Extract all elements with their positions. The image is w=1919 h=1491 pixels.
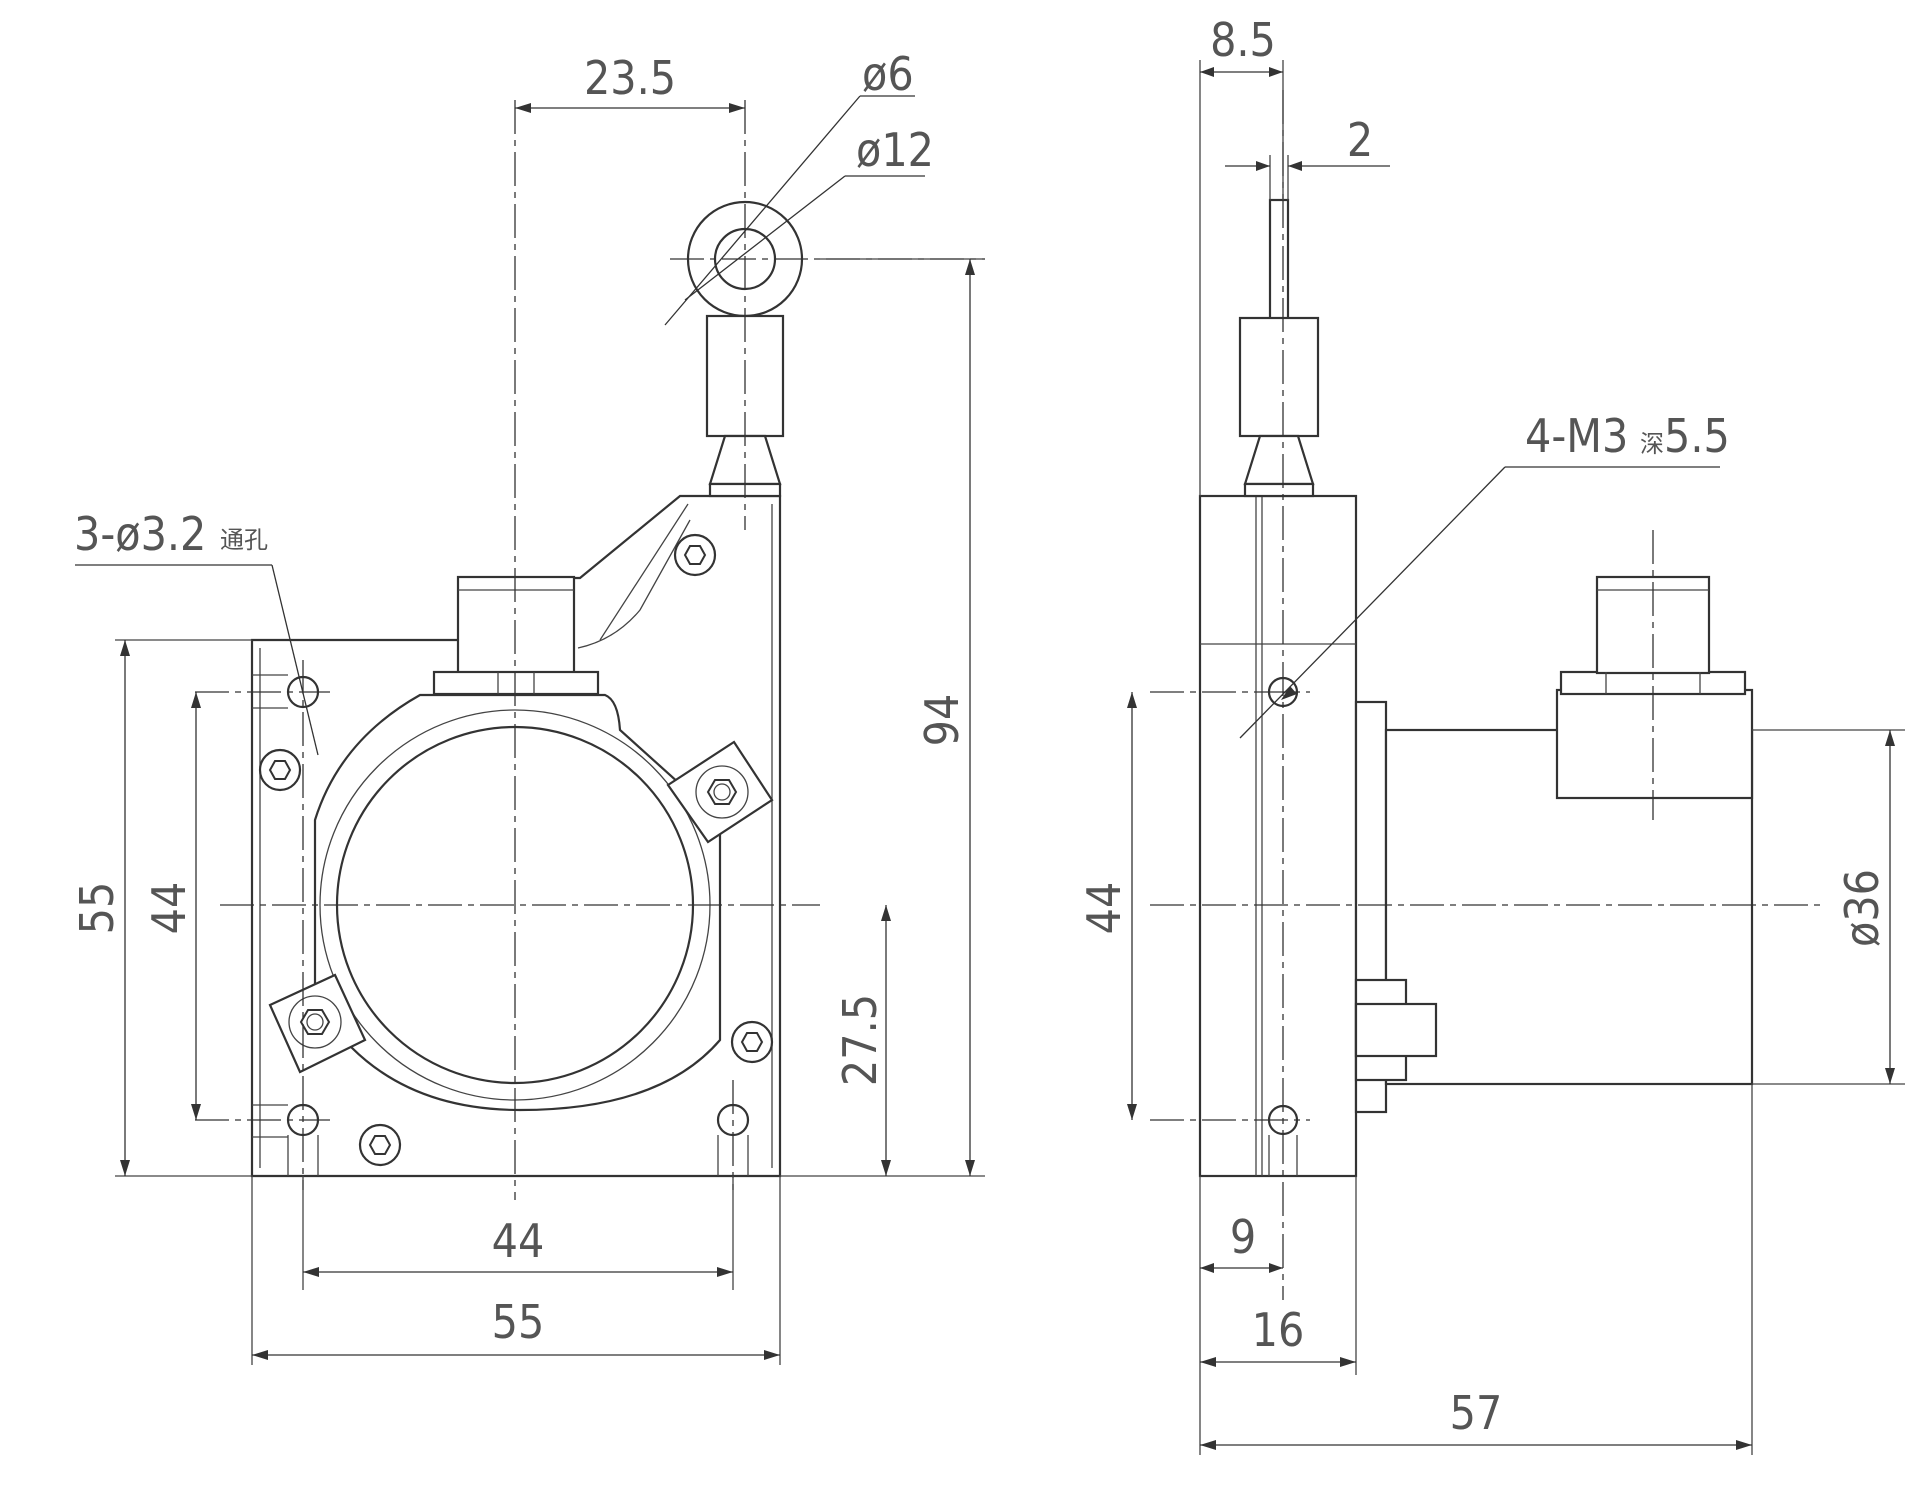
dim-ring-outer: ø12 [856, 123, 934, 177]
clamp-tab-upper [666, 740, 774, 844]
dim-front-total-height: 94 [915, 694, 969, 747]
dim-side-top-width: 8.5 [1210, 13, 1276, 67]
dim-front-body-height: 55 [70, 882, 124, 935]
front-screw [258, 748, 302, 792]
dim-front-hole-vertical: 44 [142, 882, 196, 935]
note-mount-hole: 3-ø3.2 [74, 507, 206, 561]
front-screw [358, 1123, 402, 1167]
dim-front-center-height: 27.5 [833, 994, 887, 1086]
side-sleeve [1238, 316, 1320, 438]
clamp-tab-lower [268, 973, 367, 1074]
front-connector-nut [432, 670, 600, 696]
front-view: 23.5 ø6 ø12 94 55 44 27.5 44 [70, 47, 985, 1365]
front-drum-outer [313, 693, 722, 1112]
dim-side-body-depth: 16 [1252, 1303, 1305, 1357]
dim-encoder-dia: ø36 [1835, 869, 1889, 947]
side-cable-plate [1268, 198, 1290, 322]
front-screw [673, 533, 717, 577]
encoder-connector-box [1555, 688, 1754, 800]
dim-front-hole-horizontal: 44 [492, 1214, 545, 1268]
note-side-thread: 4-M3 [1525, 409, 1628, 463]
side-cone [1243, 434, 1315, 486]
cable-path [577, 519, 691, 649]
dim-side-total-depth: 57 [1450, 1386, 1503, 1440]
front-screw [730, 1020, 774, 1064]
side-view: 8.5 2 4-M3 深 5.5 44 ø36 9 16 [1077, 13, 1905, 1455]
front-connector [456, 575, 576, 675]
housing-chamfer-inner [599, 503, 689, 641]
dim-cable-offset: 23.5 [584, 51, 676, 105]
dim-ring-inner: ø6 [862, 47, 914, 101]
dim-front-body-width: 55 [492, 1295, 545, 1349]
dim-side-hole-vertical: 44 [1077, 882, 1131, 935]
dim-side-hole-offset: 9 [1230, 1210, 1256, 1264]
note-mount-hole-suffix: 通孔 [220, 526, 268, 554]
note-side-thread-depth: 5.5 [1664, 409, 1730, 463]
side-body [1198, 494, 1358, 1178]
dim-side-cable-thickness: 2 [1347, 113, 1373, 167]
note-side-thread-depth-glyph: 深 [1640, 430, 1664, 458]
